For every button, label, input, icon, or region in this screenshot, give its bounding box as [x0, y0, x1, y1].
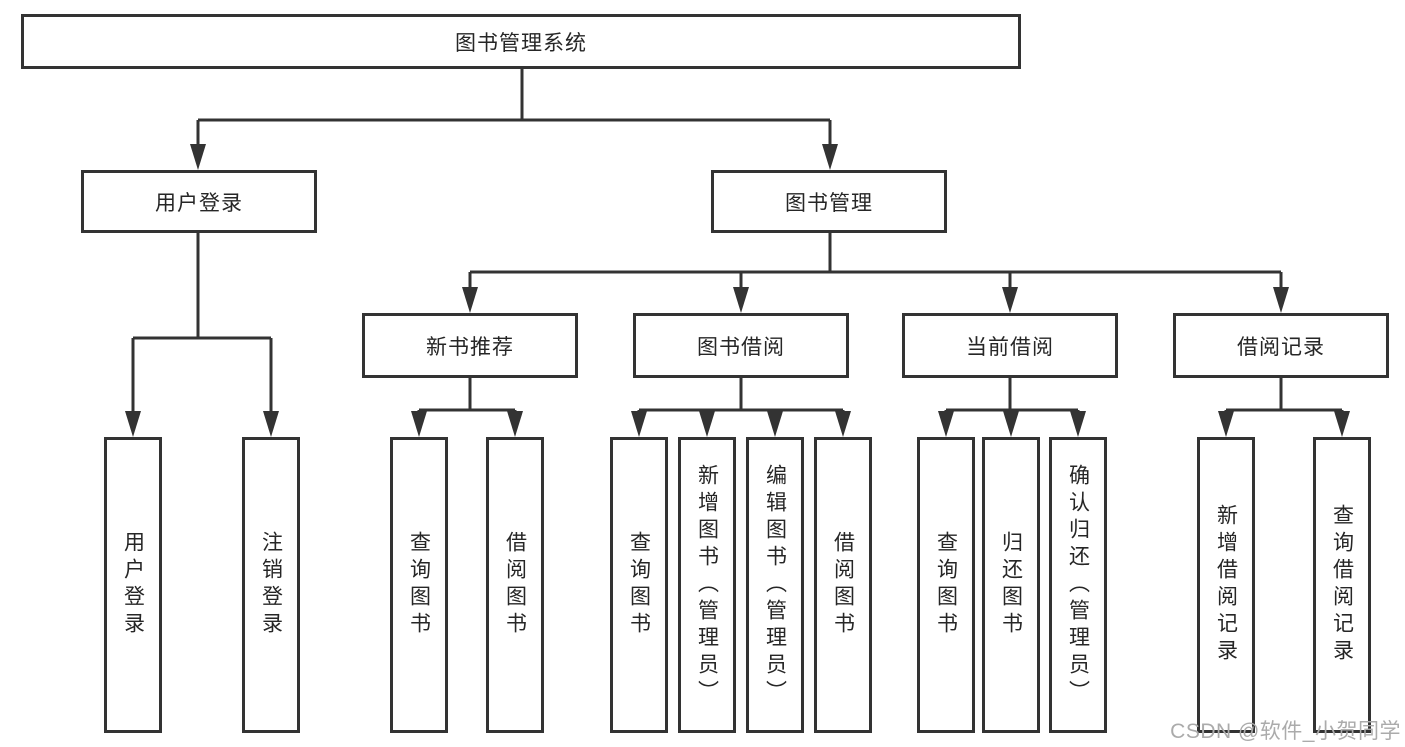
- node-borrowing-records: 借阅记录: [1173, 313, 1389, 378]
- node-current-borrowing: 当前借阅: [902, 313, 1118, 378]
- leaf-query-books-current-label: 查询图书: [934, 531, 958, 639]
- node-book-borrowing: 图书借阅: [633, 313, 849, 378]
- leaf-query-borrow-record-label: 查询借阅记录: [1330, 504, 1354, 666]
- node-current-borrowing-label: 当前借阅: [966, 335, 1054, 359]
- leaf-borrow-books-label: 借阅图书: [831, 531, 855, 639]
- leaf-query-books-borrow-label: 查询图书: [627, 531, 651, 639]
- edge-current-borrowing-to-leaves: [938, 378, 1086, 437]
- node-book-management-label: 图书管理: [785, 191, 873, 215]
- edge-new-book-to-leaves: [411, 378, 523, 437]
- node-library-system-label: 图书管理系统: [455, 31, 587, 55]
- leaf-borrow-books-recommend: 借阅图书: [486, 437, 544, 733]
- leaf-add-borrow-record-label: 新增借阅记录: [1214, 504, 1238, 666]
- node-borrowing-records-label: 借阅记录: [1237, 335, 1325, 359]
- leaf-logout-label: 注销登录: [259, 531, 283, 639]
- edge-book-borrowing-to-leaves: [631, 378, 851, 437]
- leaf-confirm-return-admin: 确认归还（管理员）: [1049, 437, 1107, 733]
- leaf-return-books: 归还图书: [982, 437, 1040, 733]
- node-book-borrowing-label: 图书借阅: [697, 335, 785, 359]
- leaf-edit-book-admin: 编辑图书（管理员）: [746, 437, 804, 733]
- leaf-borrow-books: 借阅图书: [814, 437, 872, 733]
- node-new-book-recommend: 新书推荐: [362, 313, 578, 378]
- node-book-management: 图书管理: [711, 170, 947, 233]
- node-user-login: 用户登录: [81, 170, 317, 233]
- node-user-login-label: 用户登录: [155, 191, 243, 215]
- edge-user-login-to-leaves: [125, 233, 279, 437]
- watermark: CSDN @软件_小贺同学: [1170, 720, 1401, 743]
- leaf-confirm-return-admin-label: 确认归还（管理员）: [1066, 463, 1090, 707]
- leaf-add-book-admin-label: 新增图书（管理员）: [695, 463, 719, 707]
- edge-book-management-to-level3: [462, 233, 1289, 313]
- leaf-query-books-borrow: 查询图书: [610, 437, 668, 733]
- leaf-edit-book-admin-label: 编辑图书（管理员）: [763, 463, 787, 707]
- leaf-user-login-label: 用户登录: [121, 531, 145, 639]
- leaf-query-books-recommend: 查询图书: [390, 437, 448, 733]
- leaf-return-books-label: 归还图书: [999, 531, 1023, 639]
- leaf-query-borrow-record: 查询借阅记录: [1313, 437, 1371, 733]
- leaf-add-book-admin: 新增图书（管理员）: [678, 437, 736, 733]
- leaf-query-books-current: 查询图书: [917, 437, 975, 733]
- edge-root-to-level2: [190, 69, 838, 170]
- node-new-book-recommend-label: 新书推荐: [426, 335, 514, 359]
- leaf-logout: 注销登录: [242, 437, 300, 733]
- leaf-query-books-recommend-label: 查询图书: [407, 531, 431, 639]
- leaf-borrow-books-recommend-label: 借阅图书: [503, 531, 527, 639]
- leaf-add-borrow-record: 新增借阅记录: [1197, 437, 1255, 733]
- edge-borrowing-records-to-leaves: [1218, 378, 1350, 437]
- node-library-system: 图书管理系统: [21, 14, 1021, 69]
- leaf-user-login: 用户登录: [104, 437, 162, 733]
